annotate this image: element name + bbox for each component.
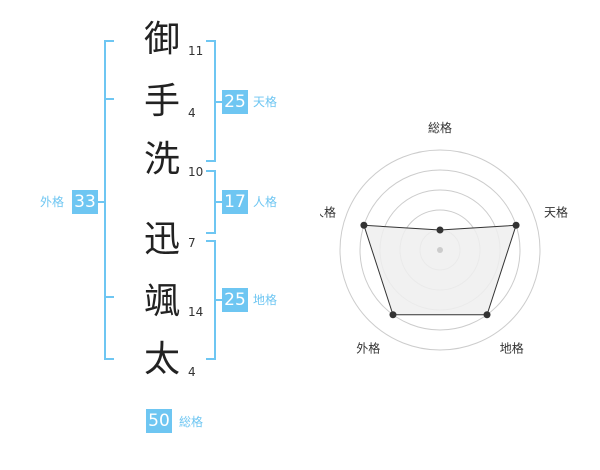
name-char-5: 颯 <box>143 281 180 322</box>
jinkaku-value-badge: 17 <box>222 190 248 214</box>
name-char-2: 手 <box>143 81 180 122</box>
chikaku-bracket-connector <box>216 299 222 301</box>
radar-point-5 <box>360 221 368 229</box>
gaikaku-bracket-connector <box>96 201 104 203</box>
gaikaku-label: 外格 <box>40 195 65 209</box>
jinkaku-bracket-connector <box>216 201 222 203</box>
radar-axis-label: 外格 <box>356 341 380 356</box>
radar-grid-ring <box>359 169 521 331</box>
chikaku-value-badge: 25 <box>222 288 248 312</box>
gaikaku-bracket-tick <box>106 98 114 100</box>
stroke-count-2: 4 <box>188 106 196 120</box>
stroke-count-4: 7 <box>188 236 196 250</box>
stroke-count-5: 14 <box>188 305 204 319</box>
name-char-4: 迅 <box>143 219 180 260</box>
chikaku-label: 地格 <box>253 293 278 307</box>
name-char-1: 御 <box>143 19 180 60</box>
radar-point-1 <box>436 226 444 234</box>
radar-center-point <box>437 247 443 253</box>
radar-axis-label: 地格 <box>500 341 524 356</box>
jinkaku-bracket <box>206 170 216 234</box>
radar-axis-label: 総格 <box>428 120 452 135</box>
name-char-3: 洗 <box>143 139 180 180</box>
tenkaku-bracket <box>206 40 216 162</box>
soukaku-value-badge: 50 <box>146 409 172 433</box>
soukaku-label: 総格 <box>179 415 204 429</box>
stroke-count-3: 10 <box>188 165 204 179</box>
radar-grid-ring <box>339 149 541 351</box>
radar-point-4 <box>389 311 397 319</box>
gaikaku-bracket-tick <box>106 296 114 298</box>
gaikaku-bracket <box>104 40 114 360</box>
radar-axis-label: 天格 <box>544 204 568 219</box>
radar-point-2 <box>512 221 520 229</box>
chikaku-bracket <box>206 240 216 360</box>
jinkaku-label: 人格 <box>253 195 278 209</box>
radar-point-3 <box>483 311 491 319</box>
tenkaku-label: 天格 <box>253 95 278 109</box>
name-char-6: 太 <box>143 339 180 380</box>
gaikaku-value-badge: 33 <box>72 190 98 214</box>
stroke-count-1: 11 <box>188 44 204 58</box>
stroke-count-6: 4 <box>188 365 196 379</box>
tenkaku-value-badge: 25 <box>222 90 248 114</box>
radar-axis-label: 人格 <box>320 204 336 219</box>
tenkaku-bracket-connector <box>216 101 222 103</box>
radar-series-area <box>363 224 517 316</box>
